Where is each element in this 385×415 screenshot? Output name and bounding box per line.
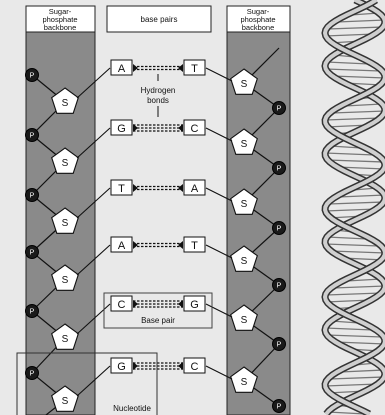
sugar-label: S: [62, 218, 69, 229]
svg-text:A: A: [118, 240, 126, 252]
helix-rung: [326, 293, 381, 295]
base-right: T: [184, 60, 205, 75]
helix-rung: [326, 69, 381, 71]
right-backbone-header-line-3: backbone: [242, 23, 275, 32]
helix-rung: [325, 244, 379, 246]
phosphate-label: P: [30, 193, 35, 200]
svg-text:C: C: [118, 299, 126, 311]
right-phosphate-circle: P: [273, 222, 286, 235]
helix-rung: [328, 160, 383, 162]
helix-rung: [325, 153, 375, 155]
svg-text:C: C: [191, 123, 199, 135]
phosphate-label: P: [30, 133, 35, 140]
sugar-label: S: [62, 334, 69, 345]
phosphate-label: P: [30, 309, 35, 316]
hydrogen-bond-dashes: [133, 184, 183, 192]
helix-rung: [332, 111, 385, 113]
phosphate-label: P: [30, 371, 35, 378]
helix-rung: [325, 328, 373, 330]
base-notch: [178, 184, 183, 192]
left-backbone-header-line-3: backbone: [44, 23, 77, 32]
phosphate-label: P: [277, 404, 282, 411]
helix-rung: [330, 377, 385, 379]
svg-text:T: T: [118, 183, 125, 195]
hydrogen-bonds-label-line-2: bonds: [147, 96, 169, 105]
phosphate-label: P: [277, 166, 282, 173]
right-phosphate-circle: P: [273, 400, 286, 413]
helix-rung: [329, 202, 384, 204]
base-notch: [178, 241, 183, 249]
base-left: A: [111, 237, 132, 252]
base-left: G: [111, 358, 132, 373]
svg-text:G: G: [117, 123, 126, 135]
right-phosphate-circle: P: [273, 162, 286, 175]
hydrogen-bond-dashes: [133, 241, 183, 249]
left-phosphate-circle: P: [26, 305, 39, 318]
left-phosphate-circle: P: [26, 246, 39, 259]
base-left: A: [111, 60, 132, 75]
base-right: G: [184, 296, 205, 311]
base-left: C: [111, 296, 132, 311]
svg-text:G: G: [190, 299, 199, 311]
phosphate-label: P: [30, 250, 35, 257]
sugar-label: S: [241, 139, 248, 150]
left-phosphate-circle: P: [26, 189, 39, 202]
helix-rung: [328, 27, 383, 29]
base-pair-label: Base pair: [141, 316, 175, 325]
svg-text:A: A: [191, 183, 199, 195]
sugar-label: S: [62, 275, 69, 286]
base-right: A: [184, 180, 205, 195]
right-phosphate-circle: P: [273, 279, 286, 292]
hydrogen-bond-dashes: [133, 362, 183, 370]
helix-rung: [337, 20, 385, 22]
svg-text:C: C: [191, 361, 199, 373]
hydrogen-bond-dashes: [133, 64, 183, 72]
right-phosphate-circle: P: [273, 102, 286, 115]
sugar-label: S: [241, 377, 248, 388]
svg-text:G: G: [117, 361, 126, 373]
svg-text:A: A: [118, 63, 126, 75]
sugar-label: S: [62, 98, 69, 109]
base-right: C: [184, 358, 205, 373]
base-notch: [178, 64, 183, 72]
nucleotide-label: Nucleotide: [113, 404, 151, 413]
base-right: T: [184, 237, 205, 252]
sugar-label: S: [241, 79, 248, 90]
base-left: G: [111, 120, 132, 135]
double-helix-illustration: [325, 0, 385, 414]
hydrogen-bond-dashes: [133, 300, 183, 308]
phosphate-label: P: [277, 342, 282, 349]
sugar-label: S: [241, 199, 248, 210]
left-phosphate-circle: P: [26, 367, 39, 380]
sugar-label: S: [62, 158, 69, 169]
phosphate-label: P: [30, 73, 35, 80]
base-left: T: [111, 180, 132, 195]
hydrogen-bonds-label-line-1: Hydrogen: [141, 86, 176, 95]
sugar-label: S: [241, 256, 248, 267]
base-right: C: [184, 120, 205, 135]
base-notch: [133, 184, 138, 192]
helix-rung: [334, 286, 385, 288]
svg-text:T: T: [191, 240, 198, 252]
base-pairs-header: base pairs: [141, 15, 178, 24]
base-notch: [133, 64, 138, 72]
left-phosphate-circle: P: [26, 69, 39, 82]
left-phosphate-circle: P: [26, 129, 39, 142]
hydrogen-bond-dashes: [133, 124, 183, 132]
helix-rung: [327, 335, 382, 337]
phosphate-label: P: [277, 226, 282, 233]
sugar-label: S: [62, 396, 69, 407]
base-notch: [133, 241, 138, 249]
sugar-label: S: [241, 315, 248, 326]
phosphate-label: P: [277, 106, 282, 113]
phosphate-label: P: [277, 283, 282, 290]
right-phosphate-circle: P: [273, 338, 286, 351]
svg-text:T: T: [191, 63, 198, 75]
